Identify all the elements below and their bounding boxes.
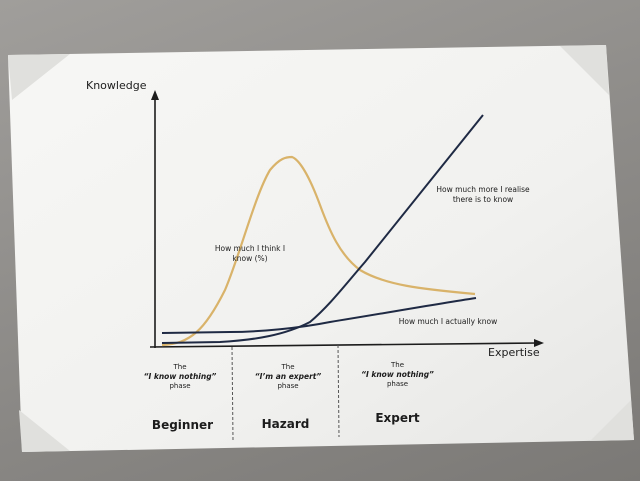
phase-hazard-the: The bbox=[281, 363, 295, 371]
paper-corner-fold-top-left bbox=[8, 54, 70, 100]
paper-corner-fold-bottom-left bbox=[19, 410, 70, 452]
label-think-know: How much I think I know (%) bbox=[205, 244, 295, 264]
label-actually-know: How much I actually know bbox=[388, 317, 508, 327]
label-think-know-line-1: How much I think I bbox=[214, 244, 286, 253]
phase-expert: The “I know nothing” phase bbox=[350, 360, 445, 389]
x-axis-label: Expertise bbox=[488, 346, 540, 359]
label-think-know-line-2: know (%) bbox=[232, 254, 268, 263]
curve-actually-know bbox=[161, 297, 477, 334]
phase-beginner-phase: phase bbox=[169, 382, 191, 390]
phase-beginner-name: Beginner bbox=[151, 418, 214, 432]
phase-hazard: The “I’m an expert” phase bbox=[243, 362, 333, 391]
phase-divider-2 bbox=[337, 344, 340, 438]
label-more-to-know-line-2: there is to know bbox=[452, 195, 514, 204]
curve-think-know bbox=[161, 155, 476, 347]
y-axis-arrow bbox=[151, 90, 159, 100]
x-axis-arrow bbox=[534, 339, 544, 347]
curve-more-to-know bbox=[161, 114, 484, 344]
phase-expert-quote: “I know nothing” bbox=[361, 370, 434, 379]
phase-divider-1 bbox=[231, 346, 234, 441]
phase-beginner-quote: “I know nothing” bbox=[143, 372, 217, 381]
paper-body bbox=[8, 45, 634, 452]
phase-expert-phase: phase bbox=[386, 380, 409, 388]
phase-hazard-phase: phase bbox=[277, 382, 299, 390]
phase-hazard-name: Hazard bbox=[261, 417, 310, 431]
label-more-to-know-line-1: How much more I realise bbox=[436, 185, 530, 194]
paper-corner-fold-top-right bbox=[560, 45, 609, 95]
label-more-to-know: How much more I realise there is to know bbox=[428, 185, 538, 205]
label-actually-know-line-1: How much I actually know bbox=[398, 317, 498, 326]
phase-expert-name: Expert bbox=[375, 411, 420, 425]
phase-hazard-quote: “I’m an expert” bbox=[254, 372, 322, 381]
paper-corner-fold-bottom-right bbox=[590, 400, 634, 441]
y-axis-label: Knowledge bbox=[86, 79, 147, 92]
phase-beginner-the: The bbox=[173, 363, 187, 371]
x-axis-line bbox=[149, 342, 539, 348]
phase-expert-the: The bbox=[390, 361, 405, 369]
phase-beginner: The “I know nothing” phase bbox=[135, 362, 225, 391]
